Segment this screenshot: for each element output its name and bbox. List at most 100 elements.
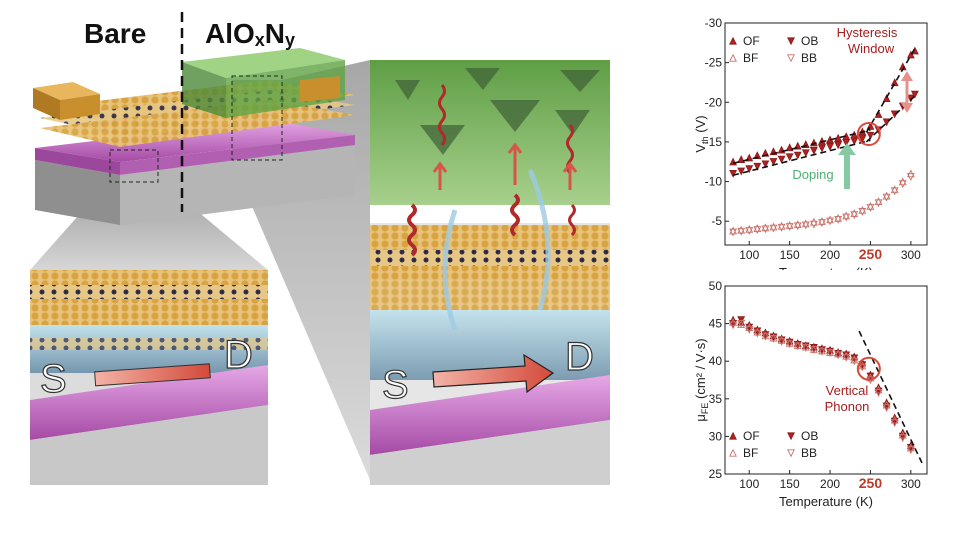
data-point-bf	[834, 349, 843, 358]
data-point-bb	[826, 217, 834, 226]
data-point-bb	[898, 434, 907, 443]
legend-marker-bb	[787, 54, 795, 63]
data-point-bb	[785, 340, 794, 349]
doping-arrow-head	[838, 143, 856, 155]
data-point-bf	[850, 209, 859, 217]
y-tick-label: -20	[705, 95, 723, 109]
zoom-panel-bare	[30, 270, 268, 485]
data-point-bb	[745, 325, 754, 334]
data-point-bf	[882, 191, 891, 200]
annotation-phonon: Phonon	[825, 399, 870, 414]
y-axis-label: Vth (V)	[695, 115, 710, 152]
data-point-bb	[793, 342, 802, 351]
highlight-circle	[856, 356, 881, 381]
data-point-bb	[729, 228, 738, 237]
data-point-bf	[874, 197, 883, 206]
data-point-ob	[809, 146, 818, 155]
x-tick-label: 100	[739, 248, 759, 262]
label-bare: Bare	[84, 18, 147, 49]
phonon-wave-2	[438, 84, 446, 146]
data-point-bb	[753, 226, 762, 235]
y-tick-label: -15	[705, 135, 723, 149]
fit-line	[732, 129, 871, 165]
legend-label-ob: OB	[801, 429, 818, 443]
aloxny-layer-front	[226, 60, 345, 118]
legend-label-bf: BF	[743, 446, 758, 460]
aloxny-main: AlO	[205, 18, 255, 49]
x-tick-label: 200	[820, 248, 840, 262]
y-tick-label: 25	[709, 467, 723, 481]
legend-label-bb: BB	[801, 446, 817, 460]
data-point-bb	[906, 446, 915, 455]
data-point-bf	[753, 327, 762, 336]
y-tick-label: -25	[705, 56, 723, 70]
legend-marker-bb	[787, 449, 795, 458]
data-point-bf	[745, 323, 754, 332]
source-electrode	[33, 82, 100, 100]
y-tick-label: 40	[709, 354, 723, 368]
legend-marker-ob	[787, 37, 795, 46]
fit-line	[858, 330, 924, 466]
arrow-bare	[94, 363, 211, 387]
data-point-bb	[761, 332, 770, 341]
data-point-ob	[826, 143, 834, 151]
data-point-bf	[834, 213, 843, 222]
data-point-bb	[809, 220, 818, 229]
legend-marker-of	[729, 36, 737, 45]
data-point-of	[785, 143, 794, 152]
legend-label-of: OF	[743, 34, 760, 48]
data-point-ob	[809, 344, 818, 352]
data-point-bb	[898, 180, 907, 189]
data-point-bf	[842, 351, 851, 360]
x-tick-label: 200	[820, 477, 840, 491]
legend-label-bb: BB	[801, 51, 817, 65]
data-point-bf	[809, 217, 818, 226]
data-point-ob	[777, 155, 786, 164]
data-point-ob	[769, 158, 778, 166]
hysteresis-arrow-head-down	[901, 103, 913, 113]
legend-label-of: OF	[743, 429, 760, 443]
x-tick-label: 300	[901, 477, 921, 491]
data-point-bb	[785, 223, 794, 231]
data-point-ob	[866, 131, 875, 140]
data-point-bb	[850, 211, 859, 220]
annotation-vertical: Vertical	[826, 383, 869, 398]
y-axis-label: μFE (cm² / V·s)	[695, 338, 710, 421]
data-point-bf	[729, 226, 738, 235]
data-point-of	[834, 133, 843, 142]
data-point-bb	[793, 222, 802, 231]
data-point-bb	[818, 347, 826, 356]
data-point-ob	[737, 316, 746, 325]
data-point-bb	[729, 321, 738, 330]
data-point-bf	[785, 220, 794, 229]
data-point-bb	[858, 363, 867, 372]
data-point-ob	[745, 165, 754, 174]
data-point-bf	[737, 225, 746, 234]
data-point-bf	[745, 224, 754, 233]
data-point-of	[737, 155, 746, 164]
data-point-bf	[753, 224, 762, 233]
data-point-bf	[801, 219, 810, 228]
highlight-circle	[856, 122, 881, 146]
data-point-ob	[818, 144, 826, 153]
zoom-box-bare	[109, 149, 159, 183]
data-point-bf	[858, 361, 867, 370]
data-point-bb	[834, 215, 843, 224]
data-point-bf	[858, 205, 867, 214]
data-point-ob	[785, 153, 794, 162]
zoom-box-aloxny	[231, 75, 283, 161]
dielectric-pink-side	[35, 148, 120, 175]
legend-marker-bf	[729, 448, 737, 457]
zoom-panel-aloxny	[370, 60, 610, 485]
data-point-ob	[801, 149, 810, 158]
x-axis-label: Temperature (K)	[779, 494, 873, 509]
data-point-bf	[769, 222, 778, 231]
source-electrode-front	[60, 94, 100, 120]
x-tick-label: 150	[780, 477, 800, 491]
data-point-bf	[793, 220, 802, 229]
data-point-of	[753, 151, 762, 160]
data-point-bb	[874, 199, 883, 208]
data-point-bf	[866, 201, 875, 210]
data-point-ob	[834, 141, 843, 150]
